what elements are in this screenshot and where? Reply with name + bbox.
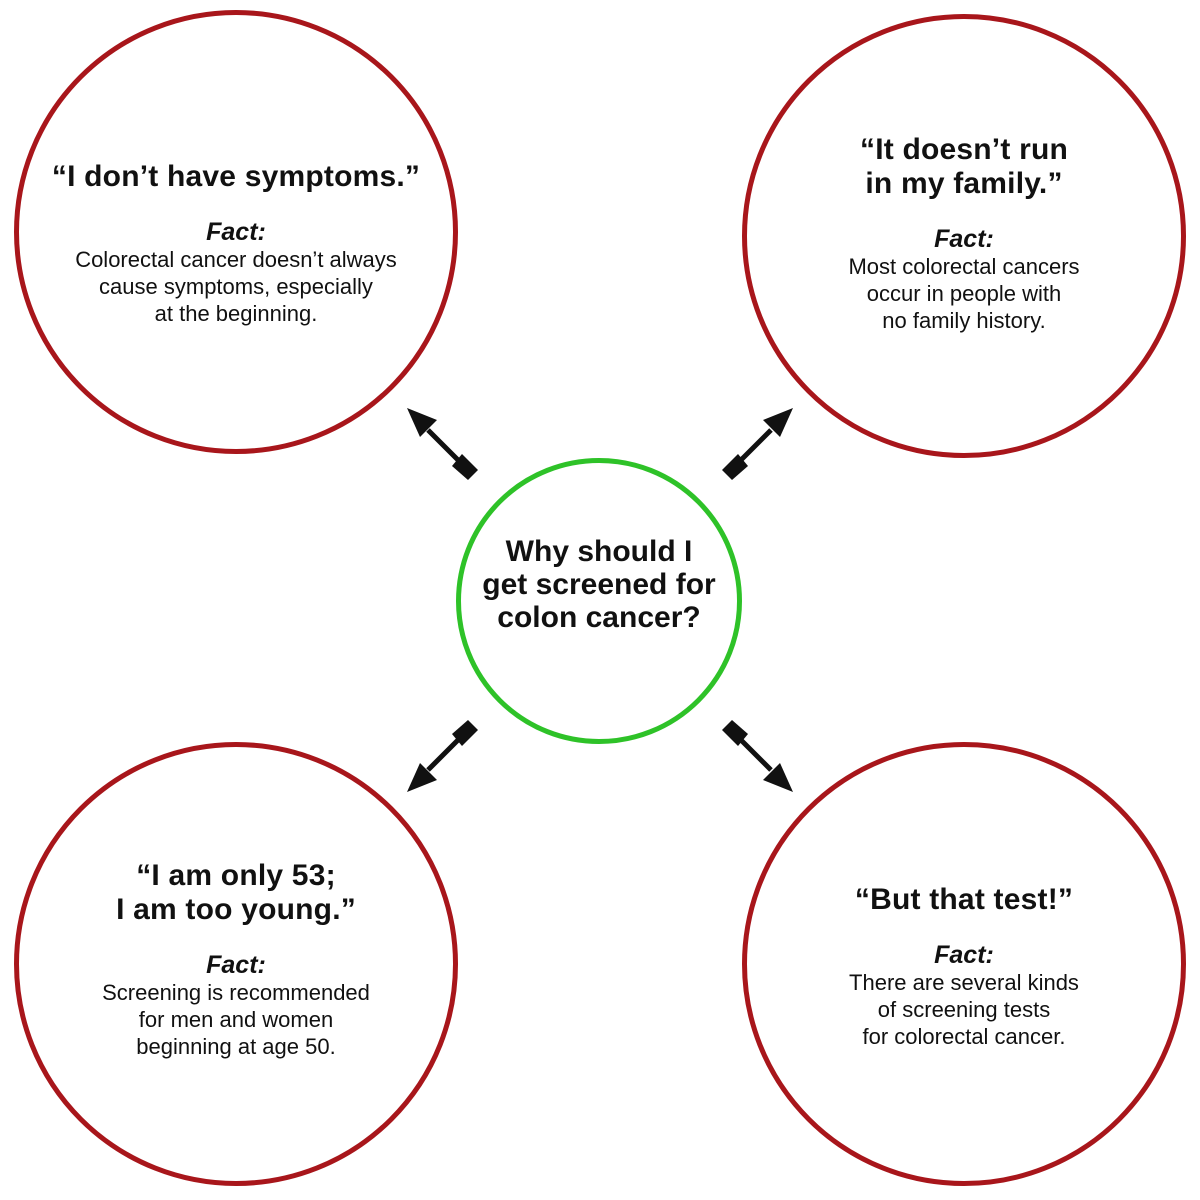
arrow-icon	[407, 408, 478, 480]
arrow-icon	[407, 720, 478, 792]
myth-quote: “I don’t have symptoms.”	[51, 160, 421, 193]
myth-quote: “It doesn’t run in my family.”	[860, 133, 1068, 200]
myth-circle-age: “I am only 53; I am too young.” Fact: Sc…	[14, 742, 458, 1186]
myth-quote: “I am only 53; I am too young.”	[116, 859, 356, 926]
center-question: Why should I get screened for colon canc…	[482, 535, 716, 634]
fact-text: There are several kinds of screening tes…	[849, 970, 1079, 1049]
fact-label: Fact:	[206, 218, 266, 246]
myth-circle-family: “It doesn’t run in my family.” Fact: Mos…	[742, 14, 1186, 458]
myth-content: “I am only 53; I am too young.” Fact: Sc…	[19, 859, 453, 1060]
arrow-icon	[722, 408, 793, 480]
myth-content: “But that test!” Fact: There are several…	[747, 883, 1181, 1050]
fact-label: Fact:	[934, 941, 994, 969]
center-question-circle: Why should I get screened for colon canc…	[456, 458, 742, 744]
fact-label: Fact:	[206, 951, 266, 979]
fact-text: Screening is recommended for men and wom…	[102, 980, 370, 1059]
arrow-icon	[722, 720, 793, 792]
fact-text: Most colorectal cancers occur in people …	[848, 254, 1080, 333]
fact-text: Colorectal cancer doesn’t always cause s…	[75, 247, 397, 326]
myth-circle-symptoms: “I don’t have symptoms.” Fact: Colorecta…	[14, 10, 458, 454]
myth-content: “I don’t have symptoms.” Fact: Colorecta…	[19, 160, 453, 327]
myth-content: “It doesn’t run in my family.” Fact: Mos…	[747, 133, 1181, 334]
fact-label: Fact:	[934, 225, 994, 253]
myth-quote: “But that test!”	[854, 883, 1074, 916]
myth-circle-test: “But that test!” Fact: There are several…	[742, 742, 1186, 1186]
